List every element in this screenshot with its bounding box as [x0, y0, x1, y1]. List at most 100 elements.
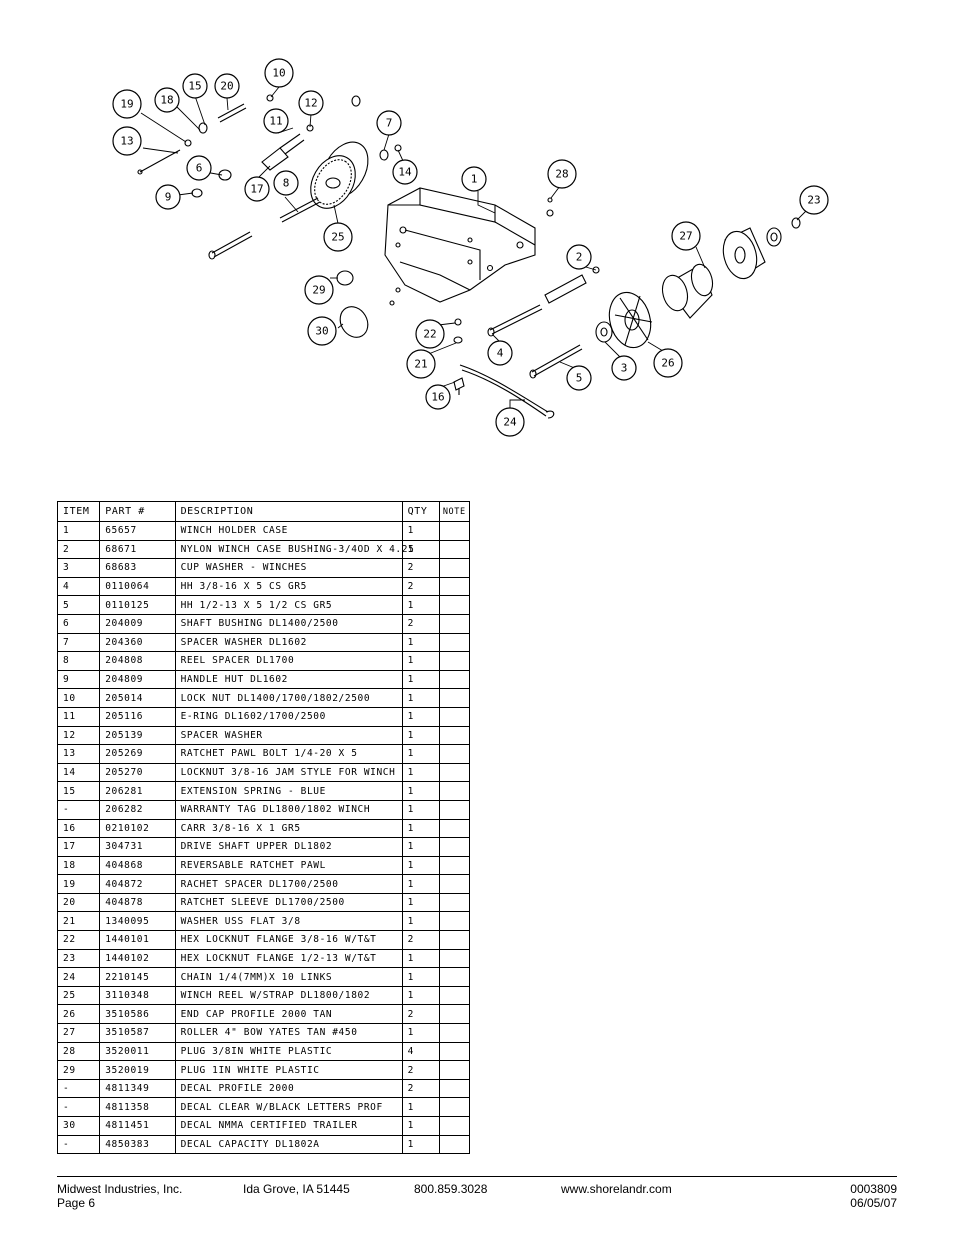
callout-22: 22	[415, 319, 445, 349]
qty-cell: 2	[401, 1078, 440, 1099]
item-cell: 14	[56, 762, 101, 783]
qty-cell: 1	[401, 521, 440, 541]
qty-cell: 1	[401, 539, 440, 560]
part-number-cell: 3520019	[99, 1060, 176, 1080]
qty-cell: 1	[401, 1116, 440, 1136]
note-cell	[438, 985, 471, 1006]
qty-cell: 1	[401, 725, 440, 746]
item-cell: 5	[56, 595, 101, 615]
callout-label: 22	[423, 328, 436, 341]
part-number-cell: 404872	[99, 874, 176, 894]
callout-label: 20	[220, 80, 233, 93]
callout-label: 24	[503, 416, 517, 429]
description-cell: DECAL NMMA CERTIFIED TRAILER	[174, 1116, 403, 1136]
description-cell: WINCH HOLDER CASE	[174, 521, 403, 541]
note-cell	[438, 1097, 471, 1117]
item-cell: 10	[56, 688, 101, 708]
qty-cell: 1	[401, 1023, 440, 1043]
header-part-number: PART #	[99, 501, 176, 522]
description-cell: HEX LOCKNUT FLANGE 1/2-13 W/T&T	[174, 948, 403, 969]
description-cell: RATCHET SLEEVE DL1700/2500	[174, 892, 403, 913]
part-number-cell: 205139	[99, 725, 176, 746]
part-number-cell: 3520011	[99, 1041, 176, 1062]
footer-company: Midwest Industries, Inc.	[57, 1182, 183, 1196]
note-cell	[438, 669, 471, 690]
item-cell: 21	[56, 911, 101, 932]
callout-18: 18	[154, 87, 180, 113]
callout-label: 11	[269, 115, 282, 128]
description-cell: DECAL PROFILE 2000	[174, 1078, 403, 1099]
qty-cell: 2	[401, 613, 440, 634]
part-number-cell: 1340095	[99, 911, 176, 932]
table-header-row: ITEM PART # DESCRIPTION QTY NOTE	[56, 501, 471, 522]
note-cell	[438, 818, 471, 839]
description-cell: ROLLER 4" BOW YATES TAN #450	[174, 1023, 403, 1043]
description-cell: END CAP PROFILE 2000 TAN	[174, 1004, 403, 1025]
description-cell: HEX LOCKNUT FLANGE 3/8-16 W/T&T	[174, 930, 403, 950]
item-cell: 6	[56, 613, 101, 634]
callout-27: 27	[671, 221, 701, 251]
description-cell: HH 1/2-13 X 5 1/2 CS GR5	[174, 595, 403, 615]
qty-cell: 1	[401, 632, 440, 653]
item-cell: 7	[56, 632, 101, 653]
footer-page-number: Page 6	[57, 1196, 96, 1210]
description-cell: REEL SPACER DL1700	[174, 651, 403, 671]
description-cell: WARRANTY TAG DL1800/1802 WINCH	[174, 799, 403, 820]
item-cell: 11	[56, 706, 101, 727]
callout-label: 12	[304, 97, 317, 110]
qty-cell: 1	[401, 651, 440, 671]
note-cell	[438, 762, 471, 783]
callout-9: 9	[155, 184, 181, 210]
item-cell: -	[56, 1134, 101, 1155]
qty-cell: 1	[401, 1134, 440, 1155]
description-cell: E-RING DL1602/1700/2500	[174, 706, 403, 727]
qty-cell: 1	[401, 855, 440, 876]
note-cell	[438, 967, 471, 987]
part-number-cell: 4811451	[99, 1116, 176, 1136]
note-cell	[438, 1023, 471, 1043]
callout-19: 19	[112, 89, 142, 119]
callout-3: 3	[611, 355, 637, 381]
description-cell: RATCHET PAWL BOLT 1/4-20 X 5	[174, 744, 403, 764]
callout-24: 24	[495, 407, 525, 437]
footer-date: 06/05/07	[850, 1196, 897, 1210]
note-cell	[438, 688, 471, 708]
callout-label: 19	[120, 98, 133, 111]
qty-cell: 1	[401, 818, 440, 839]
qty-cell: 4	[401, 1041, 440, 1062]
item-cell: 19	[56, 874, 101, 894]
callout-12: 12	[298, 90, 324, 116]
callout-label: 16	[431, 391, 444, 404]
callout-label: 9	[165, 191, 172, 204]
note-cell	[438, 1116, 471, 1136]
part-number-cell: 4850383	[99, 1134, 176, 1155]
item-cell: 2	[56, 539, 101, 560]
part-number-cell: 0110064	[99, 576, 176, 597]
part-number-cell: 205269	[99, 744, 176, 764]
callout-label: 13	[120, 135, 133, 148]
callout-23: 23	[799, 185, 829, 215]
description-cell: PLUG 3/8IN WHITE PLASTIC	[174, 1041, 403, 1062]
item-cell: 4	[56, 576, 101, 597]
part-number-cell: 68671	[99, 539, 176, 560]
header-note: NOTE	[438, 501, 471, 522]
part-number-cell: 65657	[99, 521, 176, 541]
part-number-cell: 4811349	[99, 1078, 176, 1099]
part-number-cell: 205116	[99, 706, 176, 727]
header-qty: QTY	[401, 501, 440, 522]
qty-cell: 2	[401, 1004, 440, 1025]
note-cell	[438, 911, 471, 932]
description-cell: DECAL CLEAR W/BLACK LETTERS PROF	[174, 1097, 403, 1117]
